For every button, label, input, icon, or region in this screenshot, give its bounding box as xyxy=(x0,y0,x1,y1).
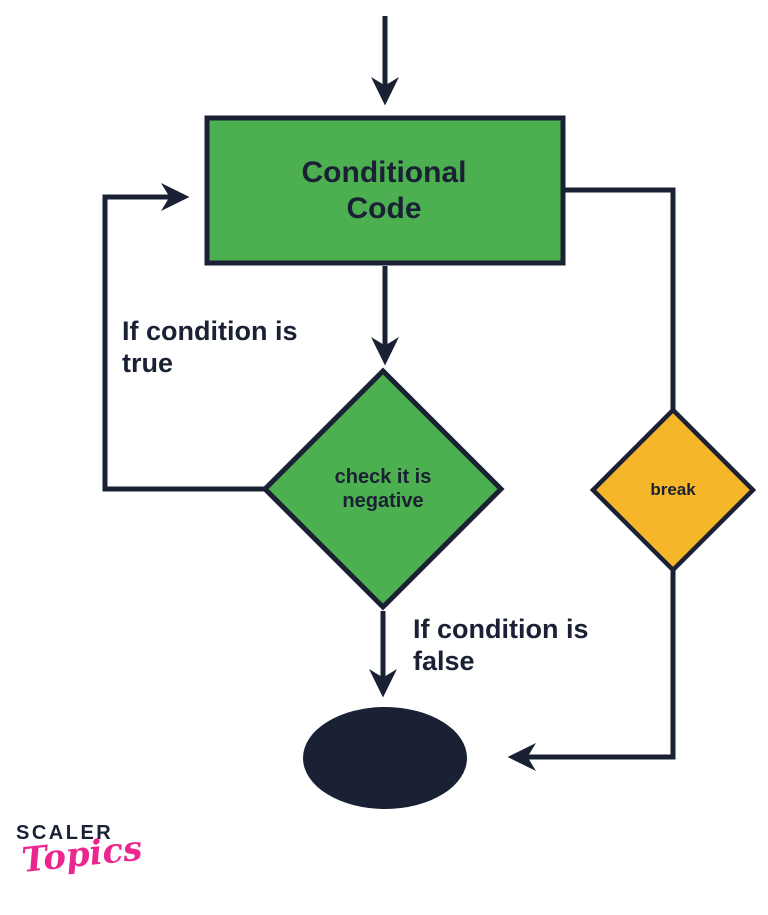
break-label: break xyxy=(650,479,696,499)
end-terminator-node xyxy=(303,707,467,809)
check-negative-diamond xyxy=(261,367,505,611)
conditional-code-node xyxy=(204,115,566,266)
check-negative-label-text: check it is negative xyxy=(334,466,432,512)
loop-back-arrow xyxy=(102,183,265,492)
break-diamond xyxy=(589,406,757,574)
scaler-topics-logo: SCALER Topics xyxy=(16,822,144,881)
check-negative-label: check it is negative xyxy=(308,455,458,525)
conditional-code-label: Conditional Code xyxy=(254,118,514,263)
conditional-code-label-text: Conditional Code xyxy=(301,156,467,225)
if-condition-true-label: If condition is true xyxy=(122,316,298,378)
if-condition-false-label: If condition is false xyxy=(413,614,589,676)
scaler-wordmark: SCALER xyxy=(16,822,114,844)
